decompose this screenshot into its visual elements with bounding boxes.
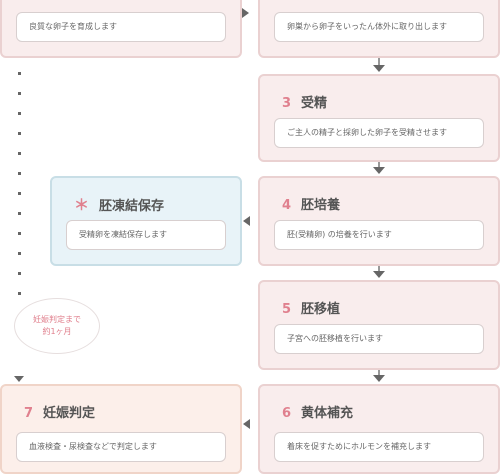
embryo-freeze-card: ＊ 胚凍結保存 受精卵を凍結保存します — [50, 176, 242, 266]
badge-line-2: 約1ヶ月 — [42, 327, 72, 336]
arrow-down-icon — [373, 271, 385, 278]
step-4-title: 4 胚培養 — [282, 194, 340, 213]
timeline-dot — [18, 252, 21, 255]
embryo-freeze-label: 胚凍結保存 — [99, 199, 165, 214]
step-7-description: 血液検査・尿検査などで判定します — [16, 432, 226, 462]
step-6-card: 6 黄体補充 着床を促すためにホルモンを補充します — [258, 384, 500, 474]
step-6-number: 6 — [282, 406, 292, 421]
arrow-down-icon — [14, 376, 24, 382]
timeline-dot — [18, 212, 21, 215]
step-4-label: 胚培養 — [301, 198, 341, 213]
step-7-card: 7 妊娠判定 血液検査・尿検査などで判定します — [0, 384, 242, 474]
step-6-title: 6 黄体補充 — [282, 402, 353, 421]
timeline-dot — [18, 172, 21, 175]
step-3-label: 受精 — [301, 96, 328, 111]
timeline-dot — [18, 112, 21, 115]
step-3-title: 3 受精 — [282, 92, 327, 111]
arrow-down-icon — [373, 167, 385, 174]
step-1-description: 良質な卵子を育成します — [16, 12, 226, 42]
step-6-description: 着床を促すためにホルモンを補充します — [274, 432, 484, 462]
arrow-down-icon — [373, 375, 385, 382]
connector-line — [378, 162, 380, 168]
timeline-dot — [18, 272, 21, 275]
step-4-number: 4 — [282, 198, 292, 213]
embryo-freeze-description: 受精卵を凍結保存します — [66, 220, 226, 250]
step-5-description: 子宮への胚移植を行います — [274, 324, 484, 354]
timeline-dot — [18, 232, 21, 235]
step-7-title: 7 妊娠判定 — [24, 402, 95, 421]
connector-line — [378, 266, 380, 272]
pregnancy-test-timing-badge: 妊娠判定まで 約1ヶ月 — [14, 298, 100, 354]
step-3-description: ご主人の精子と採卵した卵子を受精させます — [274, 118, 484, 148]
step-5-label: 胚移植 — [301, 302, 341, 317]
timeline-dot — [18, 152, 21, 155]
step-5-card: 5 胚移植 子宮への胚移植を行います — [258, 280, 500, 370]
arrow-left-icon — [243, 419, 250, 429]
arrow-right-icon — [242, 8, 249, 18]
step-4-description: 胚(受精卵) の培養を行います — [274, 220, 484, 250]
step-5-number: 5 — [282, 302, 292, 317]
timeline-dot — [18, 72, 21, 75]
embryo-freeze-title: ＊ 胚凍結保存 — [74, 194, 164, 215]
step-2-description: 卵巣から卵子をいったん体外に取り出します — [274, 12, 484, 42]
arrow-left-icon — [243, 216, 250, 226]
step-3-number: 3 — [282, 96, 292, 111]
badge-line-1: 妊娠判定まで — [33, 315, 81, 324]
step-7-label: 妊娠判定 — [43, 406, 96, 421]
arrow-down-icon — [373, 65, 385, 72]
timeline-dot — [18, 132, 21, 135]
asterisk-icon: ＊ — [74, 196, 90, 214]
connector-line — [378, 58, 380, 66]
step-2-card: 卵巣から卵子をいったん体外に取り出します — [258, 0, 500, 58]
timeline-dot — [18, 92, 21, 95]
step-6-label: 黄体補充 — [301, 406, 354, 421]
timeline-dot — [18, 292, 21, 295]
connector-line — [378, 370, 380, 376]
step-7-number: 7 — [24, 406, 34, 421]
step-4-card: 4 胚培養 胚(受精卵) の培養を行います — [258, 176, 500, 266]
step-5-title: 5 胚移植 — [282, 298, 340, 317]
step-3-card: 3 受精 ご主人の精子と採卵した卵子を受精させます — [258, 74, 500, 162]
timeline-dot — [18, 192, 21, 195]
step-1-card: 良質な卵子を育成します — [0, 0, 242, 58]
